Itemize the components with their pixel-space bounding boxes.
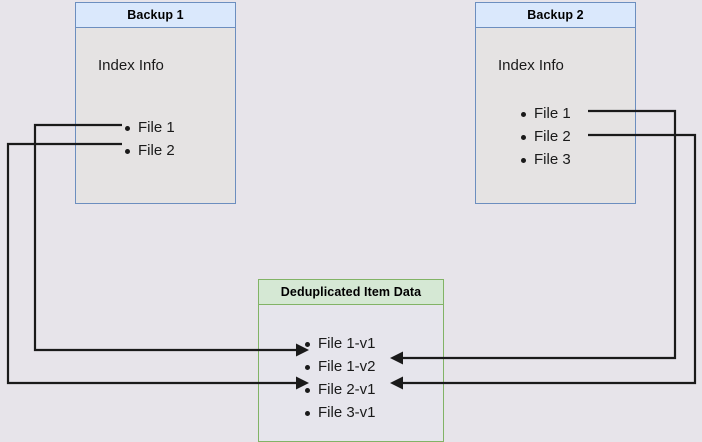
list-item[interactable]: File 3 [520, 148, 571, 171]
backup-1-file-list: File 1 File 2 [124, 116, 175, 162]
list-item[interactable]: File 1-v2 [304, 355, 376, 378]
list-item[interactable]: File 3-v1 [304, 401, 376, 424]
list-item[interactable]: File 2-v1 [304, 378, 376, 401]
backup-1-index-info-label: Index Info [98, 57, 164, 74]
backup-2-box[interactable]: Backup 2 Index Info File 1 File 2 File 3 [475, 2, 636, 204]
deduplicated-item-data-title: Deduplicated Item Data [259, 280, 443, 305]
list-item[interactable]: File 2 [520, 125, 571, 148]
list-item[interactable]: File 1 [520, 102, 571, 125]
backup-2-index-info-label: Index Info [498, 57, 564, 74]
list-item[interactable]: File 2 [124, 139, 175, 162]
backup-1-body: Index Info File 1 File 2 [76, 28, 235, 203]
deduplicated-item-data-body: File 1-v1 File 1-v2 File 2-v1 File 3-v1 [259, 305, 443, 441]
deduplicated-file-list: File 1-v1 File 1-v2 File 2-v1 File 3-v1 [304, 332, 376, 424]
backup-2-body: Index Info File 1 File 2 File 3 [476, 28, 635, 203]
backup-2-title: Backup 2 [476, 3, 635, 28]
list-item[interactable]: File 1-v1 [304, 332, 376, 355]
backup-1-box[interactable]: Backup 1 Index Info File 1 File 2 [75, 2, 236, 204]
list-item[interactable]: File 1 [124, 116, 175, 139]
backup-1-title: Backup 1 [76, 3, 235, 28]
deduplicated-item-data-box[interactable]: Deduplicated Item Data File 1-v1 File 1-… [258, 279, 444, 442]
backup-2-file-list: File 1 File 2 File 3 [520, 102, 571, 171]
